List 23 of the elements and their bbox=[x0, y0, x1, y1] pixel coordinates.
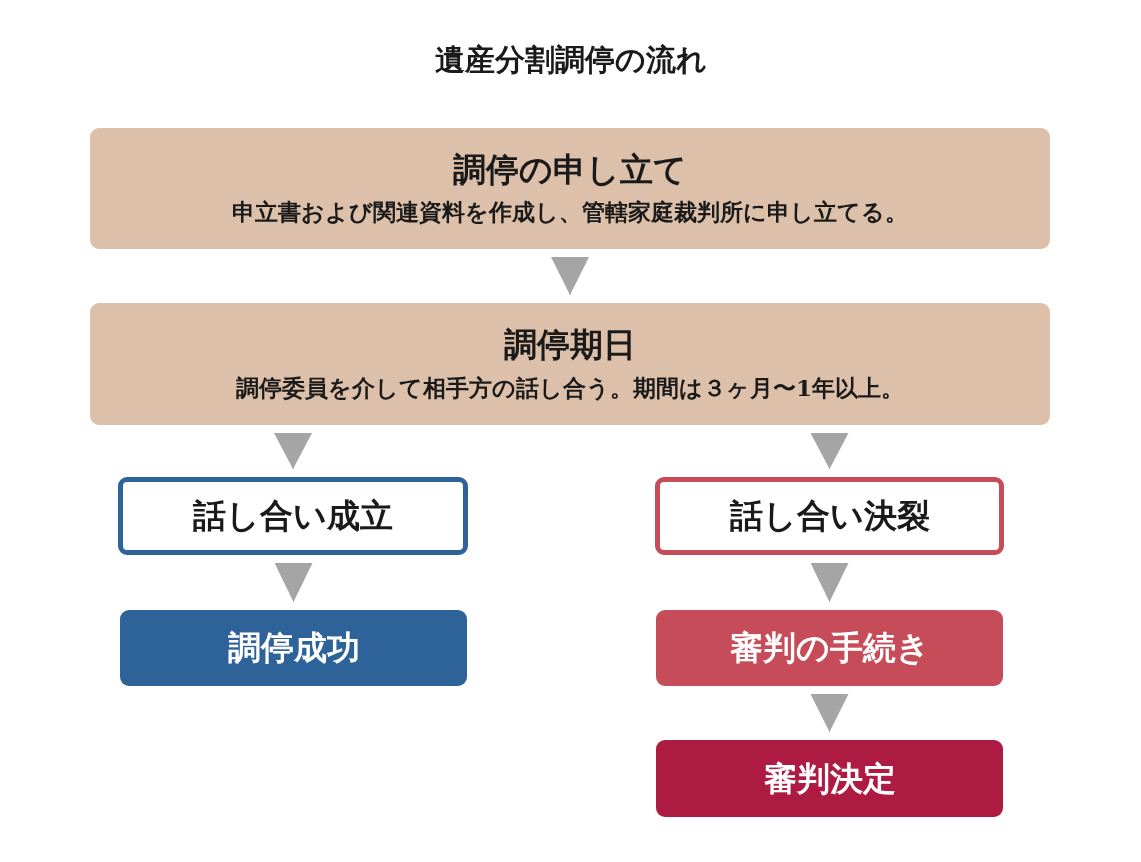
result-box bbox=[656, 610, 1003, 686]
outcome-box bbox=[655, 477, 1004, 555]
step-heading: 審判決定 bbox=[763, 758, 896, 799]
arrow bbox=[810, 693, 849, 733]
step-heading: 調停の申し立て bbox=[453, 149, 687, 190]
step-heading: 調停成功 bbox=[227, 628, 360, 668]
step-heading: 話し合い成立 bbox=[193, 496, 393, 536]
arrow bbox=[274, 432, 312, 470]
outcome-box bbox=[118, 477, 468, 555]
diagram-title: 遺産分割調停の流れ bbox=[433, 41, 708, 79]
step-box bbox=[90, 303, 1050, 425]
arrow bbox=[274, 562, 313, 603]
step-heading: 調停期日 bbox=[504, 325, 636, 365]
arrow bbox=[810, 562, 849, 603]
arrow bbox=[810, 432, 849, 470]
step-heading: 審判の手続き bbox=[729, 628, 930, 668]
result-box bbox=[656, 740, 1003, 817]
arrow bbox=[551, 256, 589, 296]
step-description: 調停委員を介して相手方の話し合う。期間は３ヶ月〜1年以上。 bbox=[236, 372, 904, 403]
step-box bbox=[90, 128, 1050, 249]
step-heading: 話し合い決裂 bbox=[729, 496, 930, 536]
step-description: 申立書および関連資料を作成し、管轄家庭裁判所に申し立てる。 bbox=[232, 197, 908, 228]
result-box bbox=[120, 610, 467, 686]
